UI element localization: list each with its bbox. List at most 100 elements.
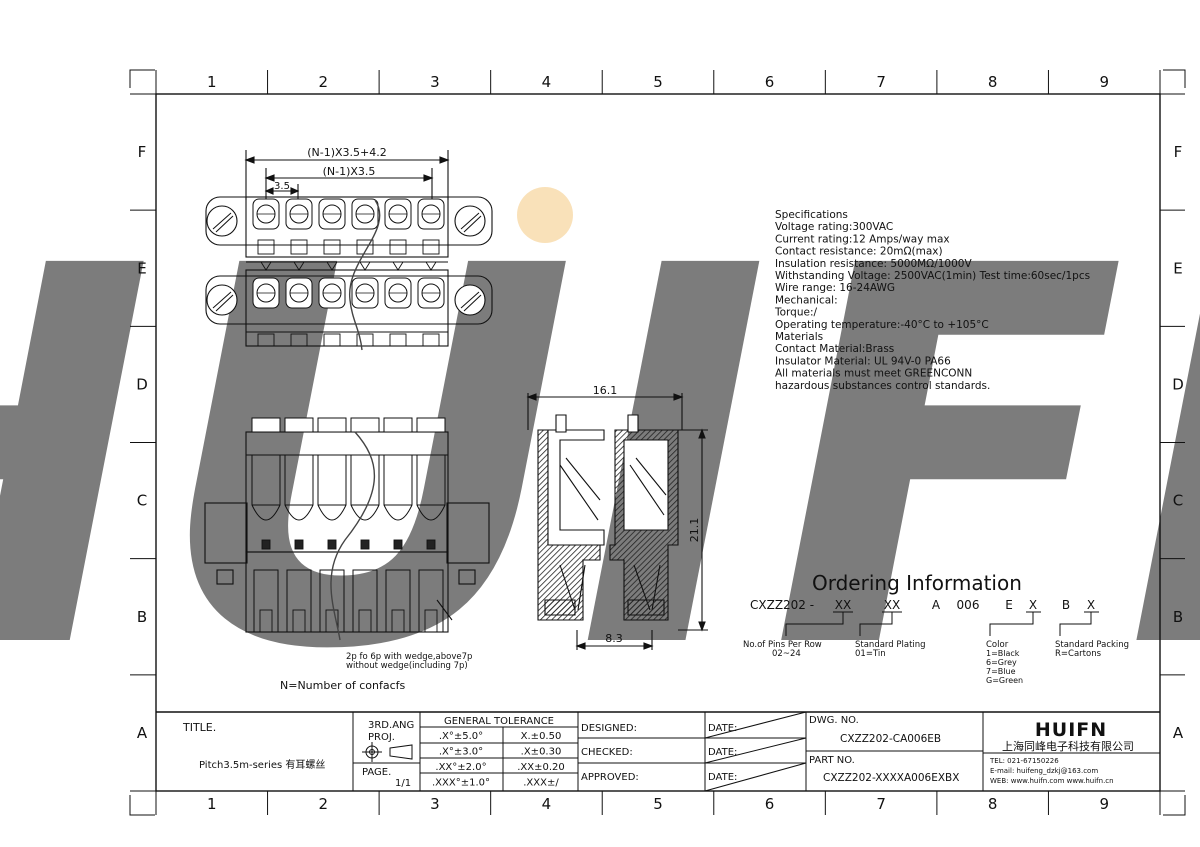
ordering-color-option: 7=Blue [986, 667, 1016, 676]
spec-line: Current rating:12 Amps/way max [775, 233, 950, 245]
pin-window [393, 539, 403, 550]
approved-label: APPROVED: [581, 772, 639, 783]
front-view-drawing [204, 417, 490, 641]
tolerance-linear: X.±0.50 [521, 731, 562, 742]
tolerance-linear: .XX±0.20 [517, 762, 565, 773]
ordering-code-plating: XX [884, 598, 900, 612]
dim-side-bottom: 8.3 [605, 632, 623, 645]
grid-column-label: 8 [988, 795, 998, 813]
grid-column-label: 7 [876, 795, 886, 813]
page-label: PAGE. [362, 767, 391, 778]
spec-line: Insulator Material: UL 94V-0 PA66 [775, 355, 951, 367]
grid-column-label: 4 [542, 73, 552, 91]
ordering-pins-range: 02~24 [772, 649, 801, 659]
spec-line: Insulation resistance: 5000MΩ/1000V [775, 258, 972, 270]
grid-row-label: A [137, 724, 148, 742]
screw-top [317, 417, 347, 433]
ordering-code-packing: X [1087, 598, 1095, 612]
projection-line1: 3RD.ANG [368, 720, 414, 731]
spec-line: Mechanical: [775, 294, 838, 306]
pin-window [294, 539, 304, 550]
ordering-information: Ordering Information CXZZ202 - XX XX A 0… [743, 571, 1129, 685]
grid-column-label: 9 [1099, 73, 1109, 91]
grid-column-label: 9 [1099, 795, 1109, 813]
watermark-dot [517, 187, 573, 243]
screw-top [284, 417, 314, 433]
grid-column-label: 3 [430, 795, 440, 813]
grid-column-label: 7 [876, 73, 886, 91]
spec-line: Operating temperature:-40°C to +105°C [775, 319, 989, 331]
grid-row-label: D [136, 375, 148, 393]
grid-column-label: 3 [430, 73, 440, 91]
wedge-note-line1: 2p fo 6p with wedge,above7p [346, 652, 472, 662]
grid-row-label: E [1173, 259, 1182, 277]
tolerance-linear: .X±0.30 [521, 747, 562, 758]
spec-line: Wire range: 16-24AWG [775, 282, 895, 294]
grid-column-label: 6 [765, 795, 775, 813]
spec-line: Materials [775, 331, 823, 343]
tolerance-angle: .XXX°±1.0° [432, 778, 490, 789]
grid-column-label: 5 [653, 795, 663, 813]
screw-top [383, 417, 413, 433]
pin-window [261, 539, 271, 550]
ordering-code-color: X [1029, 598, 1037, 612]
pin-window [426, 539, 436, 550]
title-block [156, 711, 1160, 792]
spec-line: Contact resistance: 20mΩ(max) [775, 246, 943, 258]
grid-column-label: 6 [765, 73, 775, 91]
tolerance-angle: .X°±3.0° [439, 747, 483, 758]
side-section-drawing [526, 393, 708, 650]
grid-row-label: C [1173, 492, 1183, 510]
part-no-value: CXZZ202-XXXXA006EXBX [823, 772, 959, 784]
pin-window [327, 539, 337, 550]
tolerance-table: .X°±5.0°X.±0.50.X°±3.0°.X±0.30.XX°±2.0°.… [432, 731, 565, 789]
ordering-color-label: Color [986, 640, 1009, 650]
spec-line: Torque:/ [774, 307, 818, 319]
tolerance-angle: .XX°±2.0° [435, 762, 486, 773]
dwg-no-label: DWG. NO. [809, 715, 859, 726]
dim-side-height: 21.1 [688, 518, 701, 543]
tolerance-linear: .XXX±/ [523, 778, 559, 789]
contacts-note: N=Number of confacfs [280, 679, 406, 692]
grid-column-label: 1 [207, 795, 217, 813]
ordering-code-prefix: CXZZ202 - [750, 598, 814, 612]
grid-row-label: B [1173, 608, 1183, 626]
date-label: DATE: [708, 723, 737, 734]
watermark-text: HUIFN [0, 157, 1200, 763]
ordering-code-b: B [1062, 598, 1070, 612]
dim-pitch: 3.5 [274, 181, 290, 192]
projection-line2: PROJ. [368, 732, 395, 743]
grid-column-label: 1 [207, 73, 217, 91]
ordering-color-option: 6=Grey [986, 658, 1017, 667]
dim-side-width: 16.1 [593, 384, 618, 397]
ordering-code-series: A [932, 598, 941, 612]
page-value: 1/1 [395, 778, 411, 789]
ordering-color-option: G=Green [986, 676, 1023, 685]
ordering-title: Ordering Information [812, 571, 1022, 595]
wedge-note-line2: without wedge(including 7p) [346, 661, 468, 671]
grid-row-label: B [137, 608, 147, 626]
company-logo-text: HUIFN [1035, 719, 1107, 741]
top-view-drawing [205, 150, 493, 351]
date-label: DATE: [708, 772, 737, 783]
spec-line: Withstanding Voltage: 2500VAC(1min) Test… [775, 270, 1090, 282]
spec-line: All materials must meet GREENCONN [775, 368, 972, 380]
spec-line: hazardous substances control standards. [775, 380, 990, 392]
ordering-code-pins: XX [835, 598, 851, 612]
grid-row-label: D [1172, 375, 1184, 393]
ordering-color-option: 1=Black [986, 649, 1020, 658]
grid-column-label: 4 [542, 795, 552, 813]
dwg-no-value: CXZZ202-CA006EB [840, 733, 941, 745]
company-tel: TEL: 021-67150226 [989, 757, 1059, 765]
checked-label: CHECKED: [581, 747, 633, 758]
grid-row-label: F [138, 143, 147, 161]
grid-row-label: F [1174, 143, 1183, 161]
date-label: DATE: [708, 747, 737, 758]
ordering-packing-value: R=Cartons [1055, 649, 1102, 659]
title-label: TITLE. [182, 721, 216, 734]
ordering-plating-value: 01=Tin [855, 649, 886, 659]
ordering-pins-label: No.of Pins Per Row [743, 640, 822, 650]
